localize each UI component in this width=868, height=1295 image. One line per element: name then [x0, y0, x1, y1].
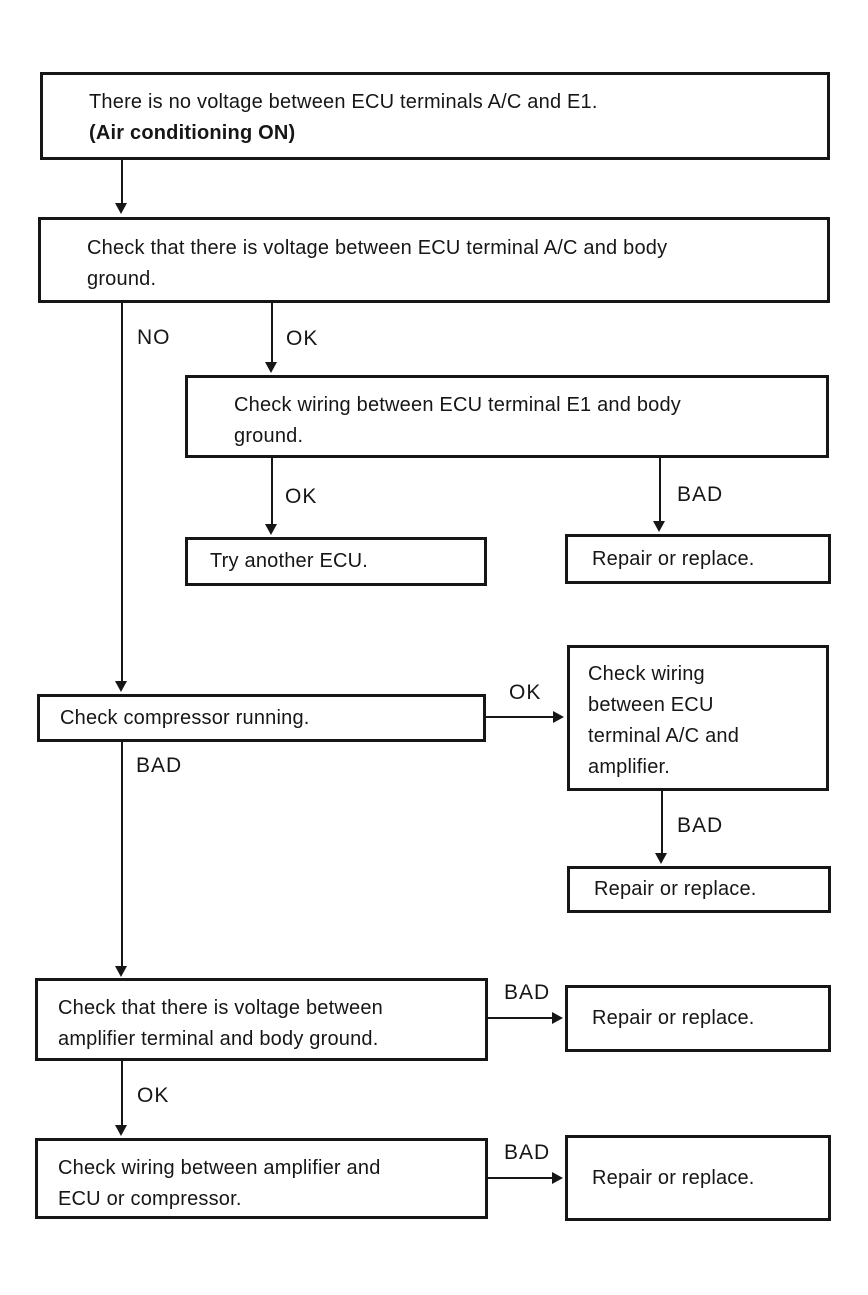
- label-bad-4: BAD: [504, 981, 551, 1004]
- node-check-wiring-amplifier-ecu-line2: ECU or compressor.: [58, 1188, 242, 1210]
- connector-bad4-arrowhead-icon: [552, 1012, 563, 1024]
- node-check-voltage-amplifier-line1: Check that there is voltage between: [58, 997, 383, 1019]
- label-bad-5: BAD: [504, 1141, 551, 1164]
- connector-bad3-down-line: [661, 791, 663, 855]
- node-repair-or-replace-2-text: Repair or replace.: [594, 878, 757, 900]
- node-check-wiring-ac-amplifier-line1: Check wiring: [588, 663, 705, 685]
- connector-start-arrowhead-icon: [115, 203, 127, 214]
- node-check-wiring-ac-amplifier-line3: terminal A/C and: [588, 725, 740, 747]
- node-check-voltage-amplifier-line2: amplifier terminal and body ground.: [58, 1028, 379, 1050]
- node-check-wiring-amplifier-ecu: Check wiring between amplifier and ECU o…: [35, 1138, 488, 1219]
- label-ok-4: OK: [137, 1084, 170, 1107]
- connector-bad4-right-line: [488, 1017, 554, 1019]
- connector-bad5-arrowhead-icon: [552, 1172, 563, 1184]
- node-start-line1: There is no voltage between ECU terminal…: [89, 91, 598, 113]
- node-check-wiring-e1: Check wiring between ECU terminal E1 and…: [185, 375, 829, 458]
- connector-bad2-arrowhead-icon: [115, 966, 127, 977]
- label-no-1: NO: [137, 326, 171, 349]
- node-check-compressor-running: Check compressor running.: [37, 694, 486, 742]
- connector-bad3-arrowhead-icon: [655, 853, 667, 864]
- connector-bad2-down-line: [121, 742, 123, 968]
- node-repair-or-replace-2: Repair or replace.: [567, 866, 831, 913]
- node-try-another-ecu-text: Try another ECU.: [210, 550, 369, 572]
- connector-bad1-arrowhead-icon: [653, 521, 665, 532]
- connector-no-down-line: [121, 303, 123, 683]
- node-check-voltage-ecu-ac-line1: Check that there is voltage between ECU …: [87, 237, 668, 259]
- node-start: There is no voltage between ECU terminal…: [40, 72, 830, 160]
- node-repair-or-replace-4-text: Repair or replace.: [592, 1166, 755, 1189]
- node-check-wiring-ac-amplifier: Check wiring between ECU terminal A/C an…: [567, 645, 829, 791]
- label-bad-1: BAD: [677, 483, 724, 506]
- label-bad-2: BAD: [136, 754, 183, 777]
- connector-ok3-arrowhead-icon: [553, 711, 564, 723]
- connector-ok4-arrowhead-icon: [115, 1125, 127, 1136]
- node-repair-or-replace-1: Repair or replace.: [565, 534, 831, 584]
- connector-start-down-line: [121, 160, 123, 206]
- node-check-wiring-ac-amplifier-line2: between ECU: [588, 694, 714, 716]
- label-ok-2: OK: [285, 485, 318, 508]
- node-try-another-ecu: Try another ECU.: [185, 537, 487, 586]
- node-repair-or-replace-3: Repair or replace.: [565, 985, 831, 1052]
- node-repair-or-replace-1-text: Repair or replace.: [592, 547, 755, 570]
- node-check-compressor-running-text: Check compressor running.: [60, 706, 310, 729]
- node-check-wiring-e1-line2: ground.: [234, 425, 304, 447]
- connector-bad5-right-line: [488, 1177, 554, 1179]
- node-check-voltage-amplifier: Check that there is voltage between ampl…: [35, 978, 488, 1061]
- connector-ok2-down-line: [271, 458, 273, 526]
- label-bad-3: BAD: [677, 814, 724, 837]
- connector-ok2-arrowhead-icon: [265, 524, 277, 535]
- connector-ok4-down-line: [121, 1061, 123, 1127]
- node-check-voltage-ecu-ac-line2: ground.: [87, 268, 157, 290]
- connector-ok1-arrowhead-icon: [265, 362, 277, 373]
- node-check-wiring-e1-line1: Check wiring between ECU terminal E1 and…: [234, 394, 681, 416]
- node-check-voltage-ecu-ac: Check that there is voltage between ECU …: [38, 217, 830, 303]
- connector-no-arrowhead-icon: [115, 681, 127, 692]
- connector-bad1-down-line: [659, 458, 661, 523]
- node-check-wiring-ac-amplifier-line4: amplifier.: [588, 756, 671, 778]
- connector-ok3-right-line: [486, 716, 555, 718]
- node-repair-or-replace-4: Repair or replace.: [565, 1135, 831, 1221]
- connector-ok1-down-line: [271, 303, 273, 364]
- label-ok-1: OK: [286, 327, 319, 350]
- label-ok-3: OK: [509, 681, 542, 704]
- node-repair-or-replace-3-text: Repair or replace.: [592, 1007, 755, 1029]
- node-start-line2: (Air conditioning ON): [89, 122, 296, 144]
- node-check-wiring-amplifier-ecu-line1: Check wiring between amplifier and: [58, 1157, 381, 1179]
